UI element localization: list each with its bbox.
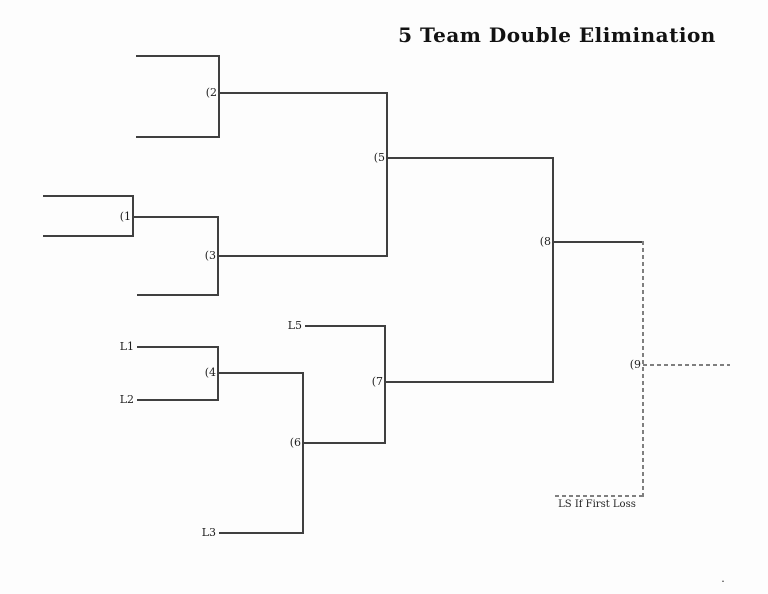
game-label-3: (3 <box>204 249 216 262</box>
game5-winner-line <box>387 157 553 159</box>
loser-label-l5: L5 <box>287 319 302 332</box>
game-label-9: (9 <box>629 358 641 371</box>
loser-label-l2: L2 <box>119 393 134 406</box>
game3-bye-line <box>137 294 218 296</box>
loser2-line <box>137 399 218 401</box>
loser-label-l3: L3 <box>201 526 216 539</box>
game7-joiner <box>384 325 386 444</box>
game6-joiner <box>302 372 304 534</box>
game8-winner-line <box>553 241 643 243</box>
game-label-6: (6 <box>289 436 301 449</box>
game9-if-loss-joiner-dashed <box>642 241 644 497</box>
first-loss-note: LS If First Loss <box>558 499 636 510</box>
game5-joiner <box>386 92 388 257</box>
game2-bottom-seed-line <box>136 136 219 138</box>
game-label-2: (2 <box>205 86 217 99</box>
game1-winner-line <box>133 216 218 218</box>
loser-label-l1: L1 <box>119 340 134 353</box>
loser1-line <box>137 346 218 348</box>
game-label-8: (8 <box>539 235 551 248</box>
game2-joiner <box>218 55 220 138</box>
game7-winner-line <box>385 381 553 383</box>
game3-winner-line <box>218 255 387 257</box>
page-title: 5 Team Double Elimination <box>398 23 716 47</box>
stray-period: . <box>721 572 725 585</box>
game1-top-seed-line <box>43 195 133 197</box>
game-label-1: (1 <box>119 210 131 223</box>
game1-bottom-seed-line <box>43 235 133 237</box>
game2-winner-line <box>219 92 387 94</box>
loser3-line <box>219 532 303 534</box>
game9-winner-line-dashed <box>643 364 730 366</box>
game-label-7: (7 <box>371 375 383 388</box>
game4-winner-line <box>218 372 303 374</box>
game-label-5: (5 <box>373 151 385 164</box>
game6-winner-line <box>303 442 385 444</box>
game2-top-seed-line <box>136 55 219 57</box>
game-label-4: (4 <box>204 366 216 379</box>
ls-first-loss-line-dashed <box>555 495 643 497</box>
game8-joiner <box>552 157 554 383</box>
loser5-line <box>305 325 385 327</box>
